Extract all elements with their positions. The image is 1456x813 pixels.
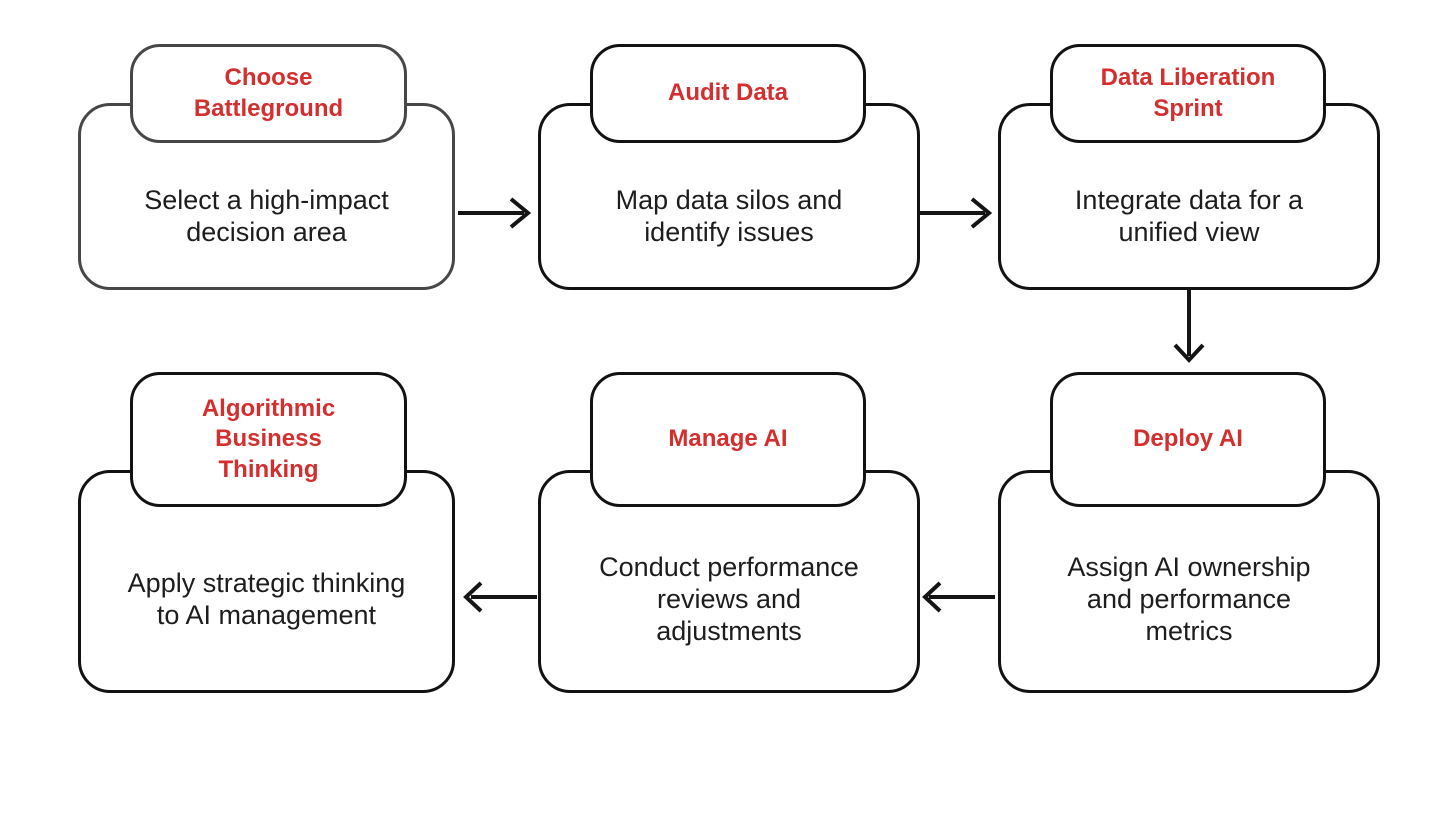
node-deploy-ai-title: Deploy AI	[1133, 425, 1243, 453]
node-deploy-ai-title-tab: Deploy AI	[1050, 372, 1326, 507]
node-audit-data-title: Audit Data	[668, 79, 788, 107]
node-algorithmic-business-thinking-box: Apply strategic thinking to AI managemen…	[78, 470, 455, 693]
arrow-data-liberation-to-deploy	[1173, 290, 1205, 363]
node-choose-battleground-title: Choose Battleground	[193, 64, 344, 122]
node-choose-battleground-title-tab: Choose Battleground	[130, 44, 407, 143]
node-deploy-ai-box: Assign AI ownership and performance metr…	[998, 470, 1380, 693]
node-manage-ai-title-tab: Manage AI	[590, 372, 866, 507]
node-algorithmic-business-thinking-title: Algorithmic Business Thinking	[201, 394, 336, 483]
node-manage-ai-box: Conduct performance reviews and adjustme…	[538, 470, 920, 693]
node-audit-data-description: Map data silos and identify issues	[615, 184, 843, 247]
arrow-audit-to-data-liberation	[920, 197, 993, 229]
node-data-liberation-sprint-title-tab: Data Liberation Sprint	[1050, 44, 1326, 143]
arrow-choose-to-audit	[458, 197, 532, 229]
node-audit-data-title-tab: Audit Data	[590, 44, 866, 143]
node-algorithmic-business-thinking-description: Apply strategic thinking to AI managemen…	[127, 568, 406, 630]
node-choose-battleground-description: Select a high-impact decision area	[144, 184, 389, 247]
node-manage-ai-title: Manage AI	[668, 425, 788, 453]
node-deploy-ai-description: Assign AI ownership and performance metr…	[1067, 552, 1311, 646]
node-manage-ai-description: Conduct performance reviews and adjustme…	[599, 552, 859, 646]
arrow-manage-to-algorithmic	[463, 581, 537, 613]
node-data-liberation-sprint-description: Integrate data for a unified view	[1074, 184, 1304, 247]
arrow-deploy-to-manage	[922, 581, 995, 613]
node-algorithmic-business-thinking-title-tab: Algorithmic Business Thinking	[130, 372, 407, 507]
node-data-liberation-sprint-title: Data Liberation Sprint	[1100, 64, 1276, 122]
